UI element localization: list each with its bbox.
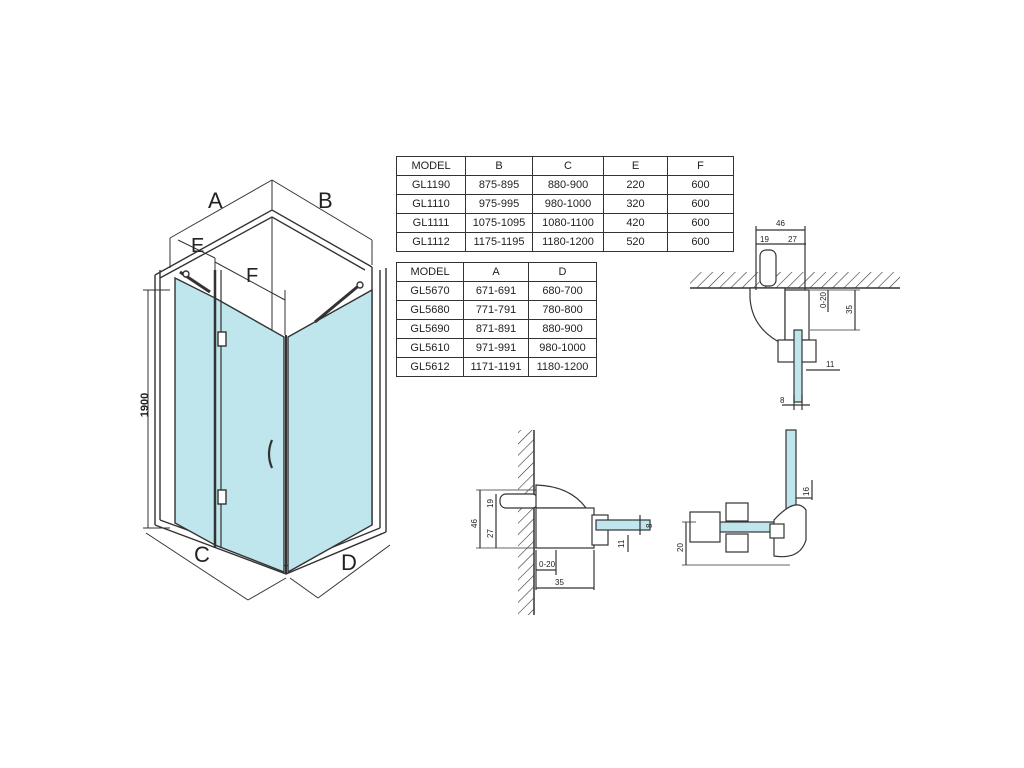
table-cell: GL5680 <box>396 300 464 320</box>
table-row: GL5670 671-691 680-700 <box>396 281 597 301</box>
table-cell: 880-900 <box>532 175 604 195</box>
table-cell: GL5690 <box>396 319 464 339</box>
table-cell: 971-991 <box>463 338 529 358</box>
table-cell: 680-700 <box>528 281 597 301</box>
table-cell: 780-800 <box>528 300 597 320</box>
dim-corner-16: 16 <box>802 487 811 496</box>
table-cell: 871-891 <box>463 319 529 339</box>
table-cell: GL5610 <box>396 338 464 358</box>
table-model-a-d: MODEL A D GL5670 671-691 680-700 GL5680 … <box>396 262 597 377</box>
label-a: A <box>208 188 223 213</box>
table-cell: 980-1000 <box>532 194 604 214</box>
dim-wall-0-20: 0-20 <box>539 560 556 569</box>
dim-ceiling-11: 11 <box>826 360 835 369</box>
wall-top-edge <box>154 209 373 276</box>
table-header-cell: D <box>528 262 597 282</box>
table-header-cell: C <box>532 156 604 176</box>
table-header-row: MODEL A D <box>396 262 597 282</box>
label-b: B <box>318 188 333 213</box>
table-cell: 600 <box>667 232 734 252</box>
door-glass-left <box>174 276 216 547</box>
table-cell: 1175-1195 <box>465 232 533 252</box>
table-header-cell: A <box>463 262 529 282</box>
dim-wall-8: 8 <box>645 523 654 528</box>
detail-wall <box>476 430 651 615</box>
table-cell: 600 <box>667 175 734 195</box>
label-height: 1900 <box>139 393 151 417</box>
table-cell: 975-995 <box>465 194 533 214</box>
hinge-top <box>217 331 227 347</box>
table-cell: 320 <box>603 194 668 214</box>
dim-corner-20: 20 <box>676 543 685 552</box>
detail-corner <box>682 429 813 566</box>
dim-wall-19: 19 <box>486 499 495 508</box>
dim-ceiling-8: 8 <box>780 396 785 405</box>
table-cell: GL5670 <box>396 281 464 301</box>
table-cell: 1180-1200 <box>532 232 604 252</box>
detail-ceiling <box>690 226 900 410</box>
table-cell: 600 <box>667 213 734 233</box>
table-row: GL5690 871-891 880-900 <box>396 319 597 339</box>
enclosure-view <box>154 209 387 575</box>
table-row: GL5612 1171-1191 1180-1200 <box>396 357 597 377</box>
hinge-bottom <box>217 489 227 505</box>
table-header-row: MODEL B C E F <box>396 156 734 176</box>
dim-wall-46: 46 <box>470 519 479 528</box>
table-cell: GL1112 <box>396 232 466 252</box>
bracket-right <box>314 281 363 324</box>
main-dimensions <box>143 179 391 601</box>
table-header-cell: B <box>465 156 533 176</box>
door-handle <box>267 439 274 469</box>
dim-wall-11: 11 <box>617 539 626 548</box>
table-cell: 1180-1200 <box>528 357 597 377</box>
table-cell: 880-900 <box>528 319 597 339</box>
side-glass <box>287 288 373 574</box>
table-cell: GL1110 <box>396 194 466 214</box>
table-header-cell: MODEL <box>396 262 464 282</box>
dim-ceiling-35: 35 <box>845 305 854 314</box>
table-cell: GL1111 <box>396 213 466 233</box>
table-row: GL5610 971-991 980-1000 <box>396 338 597 358</box>
table-row: GL1111 1075-1095 1080-1100 420 600 <box>396 213 734 233</box>
table-cell: GL1190 <box>396 175 466 195</box>
table-header-cell: MODEL <box>396 156 466 176</box>
table-row: GL5680 771-791 780-800 <box>396 300 597 320</box>
dim-ceiling-46: 46 <box>776 219 785 228</box>
table-cell: 1171-1191 <box>463 357 529 377</box>
table-cell: 420 <box>603 213 668 233</box>
table-header-cell: E <box>603 156 668 176</box>
table-cell: 1080-1100 <box>532 213 604 233</box>
label-f: F <box>246 265 258 287</box>
table-cell: 771-791 <box>463 300 529 320</box>
dim-ceiling-0-20: 0-20 <box>819 291 828 308</box>
label-d: D <box>341 550 357 575</box>
table-cell: 220 <box>603 175 668 195</box>
table-header-cell: F <box>667 156 734 176</box>
label-c: C <box>194 542 210 567</box>
table-row: GL1112 1175-1195 1180-1200 520 600 <box>396 232 734 252</box>
table-cell: 1075-1095 <box>465 213 533 233</box>
table-cell: 520 <box>603 232 668 252</box>
dim-ceiling-19: 19 <box>760 235 769 244</box>
table-model-b-c-e-f: MODEL B C E F GL1190 875-895 880-900 220… <box>396 156 734 252</box>
label-e: E <box>191 235 204 257</box>
table-cell: 671-691 <box>463 281 529 301</box>
table-cell: 600 <box>667 194 734 214</box>
table-cell: 875-895 <box>465 175 533 195</box>
dim-wall-35: 35 <box>555 578 564 587</box>
dim-ceiling-27: 27 <box>788 235 797 244</box>
dim-wall-27: 27 <box>486 529 495 538</box>
table-row: GL1110 975-995 980-1000 320 600 <box>396 194 734 214</box>
table-cell: GL5612 <box>396 357 464 377</box>
table-row: GL1190 875-895 880-900 220 600 <box>396 175 734 195</box>
table-cell: 980-1000 <box>528 338 597 358</box>
